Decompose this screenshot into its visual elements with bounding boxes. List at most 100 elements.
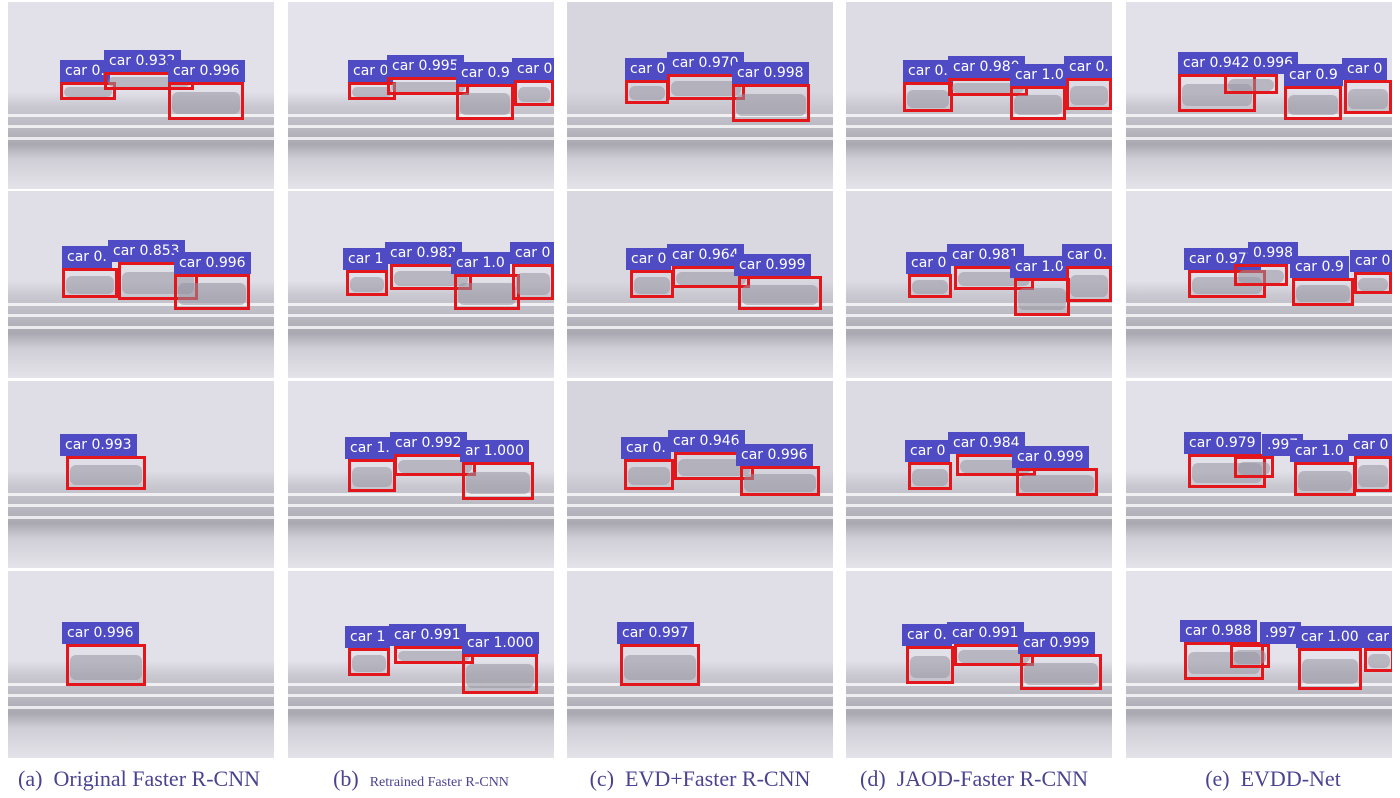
- car-shape: [1024, 663, 1098, 685]
- detection-label: car 0.995: [387, 55, 464, 77]
- caption-title: EVD+Faster R-CNN: [625, 766, 811, 791]
- bounding-box: [738, 276, 822, 310]
- caption-c: (c) EVD+Faster R-CNN: [560, 764, 840, 794]
- car-shape: [64, 86, 112, 98]
- road-lane-line: [567, 516, 833, 519]
- road-lane-line: [567, 694, 833, 697]
- road-lane-line: [1126, 326, 1392, 329]
- bounding-box: [1066, 266, 1112, 302]
- bounding-box: [60, 82, 116, 100]
- detection-label: ar 1.000: [460, 440, 529, 462]
- car-shape: [952, 82, 1024, 94]
- detection-label: car 0.997: [617, 622, 694, 644]
- detection-label: car 0.964: [667, 244, 744, 266]
- car-shape: [352, 86, 392, 98]
- car-shape: [678, 459, 750, 476]
- car-shape: [1358, 277, 1388, 291]
- car-shape: [70, 464, 142, 485]
- road-lane-line: [288, 303, 554, 306]
- detection-label: car 0.: [1062, 244, 1112, 266]
- detection-label: car 0.: [1064, 56, 1112, 78]
- detection-label: car 0.998: [732, 62, 809, 84]
- road-lane-line: [846, 303, 1112, 306]
- road-lane-line: [846, 314, 1112, 317]
- detection-label: car 1.0: [1290, 440, 1349, 462]
- detection-label: car 1: [345, 626, 391, 648]
- bounding-box: [1066, 78, 1112, 110]
- caption-title: JAOD-Faster R-CNN: [896, 766, 1088, 791]
- bounding-box: [1016, 468, 1098, 496]
- car-shape: [1348, 88, 1388, 109]
- road-lane-line: [846, 516, 1112, 519]
- caption-letter: (b): [333, 766, 370, 791]
- road-lane-line: [1126, 694, 1392, 697]
- bounding-box: [1230, 644, 1270, 668]
- bounding-box: [66, 456, 146, 490]
- detection-label: car 0: [1342, 58, 1388, 80]
- bounding-box: [906, 646, 954, 684]
- car-shape: [1228, 79, 1274, 91]
- car-shape: [518, 86, 550, 103]
- foggy-road-image: [1126, 2, 1392, 189]
- bounding-box: [346, 270, 388, 296]
- car-shape: [108, 76, 190, 88]
- road-lane-line: [288, 326, 554, 329]
- road-lane-line: [846, 694, 1112, 697]
- road-lane-line: [288, 504, 554, 507]
- road-lane-line: [846, 706, 1112, 709]
- car-shape: [352, 467, 392, 488]
- bounding-box: [1354, 456, 1392, 492]
- detection-label: car 0: [906, 252, 952, 274]
- road-lane-line: [567, 137, 833, 140]
- road-lane-line: [288, 694, 554, 697]
- car-shape: [394, 270, 468, 287]
- bounding-box: [66, 644, 146, 686]
- car-shape: [912, 280, 948, 295]
- car-shape: [910, 655, 950, 679]
- caption-title: Original Faster R-CNN: [53, 766, 260, 791]
- detection-label: car 0.: [902, 624, 952, 646]
- detection-label: car 0.996: [174, 252, 251, 274]
- detection-label: car 0.988: [1180, 620, 1257, 642]
- car-shape: [629, 86, 665, 101]
- car-shape: [178, 283, 246, 305]
- bounding-box: [462, 462, 534, 500]
- detection-label: car 1.0: [1010, 256, 1069, 278]
- car-shape: [1018, 287, 1066, 311]
- detection-label: 0.998: [1248, 242, 1299, 264]
- caption-d: (d) JAOD-Faster R-CNN: [834, 764, 1114, 794]
- car-shape: [1070, 275, 1108, 297]
- road-lane-line: [846, 504, 1112, 507]
- car-shape: [1238, 461, 1270, 475]
- road-lane-line: [567, 114, 833, 117]
- car-shape: [1368, 654, 1390, 669]
- road-lane-line: [1126, 504, 1392, 507]
- detection-label: car 0.980: [948, 56, 1025, 78]
- car-shape: [1070, 86, 1108, 106]
- detection-label: car 0.999: [734, 254, 811, 276]
- detection-label: car 0.991: [947, 622, 1024, 644]
- car-shape: [958, 649, 1030, 663]
- bounding-box: [624, 459, 674, 490]
- bounding-box: [903, 82, 953, 112]
- bounding-box: [512, 264, 554, 300]
- road-lane-line: [8, 303, 274, 306]
- detection-label: .997: [1260, 622, 1302, 644]
- road-lane-line: [288, 125, 554, 128]
- road-lane-line: [846, 326, 1112, 329]
- car-shape: [466, 471, 530, 495]
- bounding-box: [1224, 74, 1278, 94]
- road-lane-line: [8, 137, 274, 140]
- caption-title: Retrained Faster R-CNN: [369, 775, 509, 790]
- car-shape: [66, 275, 114, 294]
- caption-letter: (c): [589, 766, 626, 791]
- bounding-box: [1364, 648, 1392, 672]
- caption-letter: (d): [860, 766, 897, 791]
